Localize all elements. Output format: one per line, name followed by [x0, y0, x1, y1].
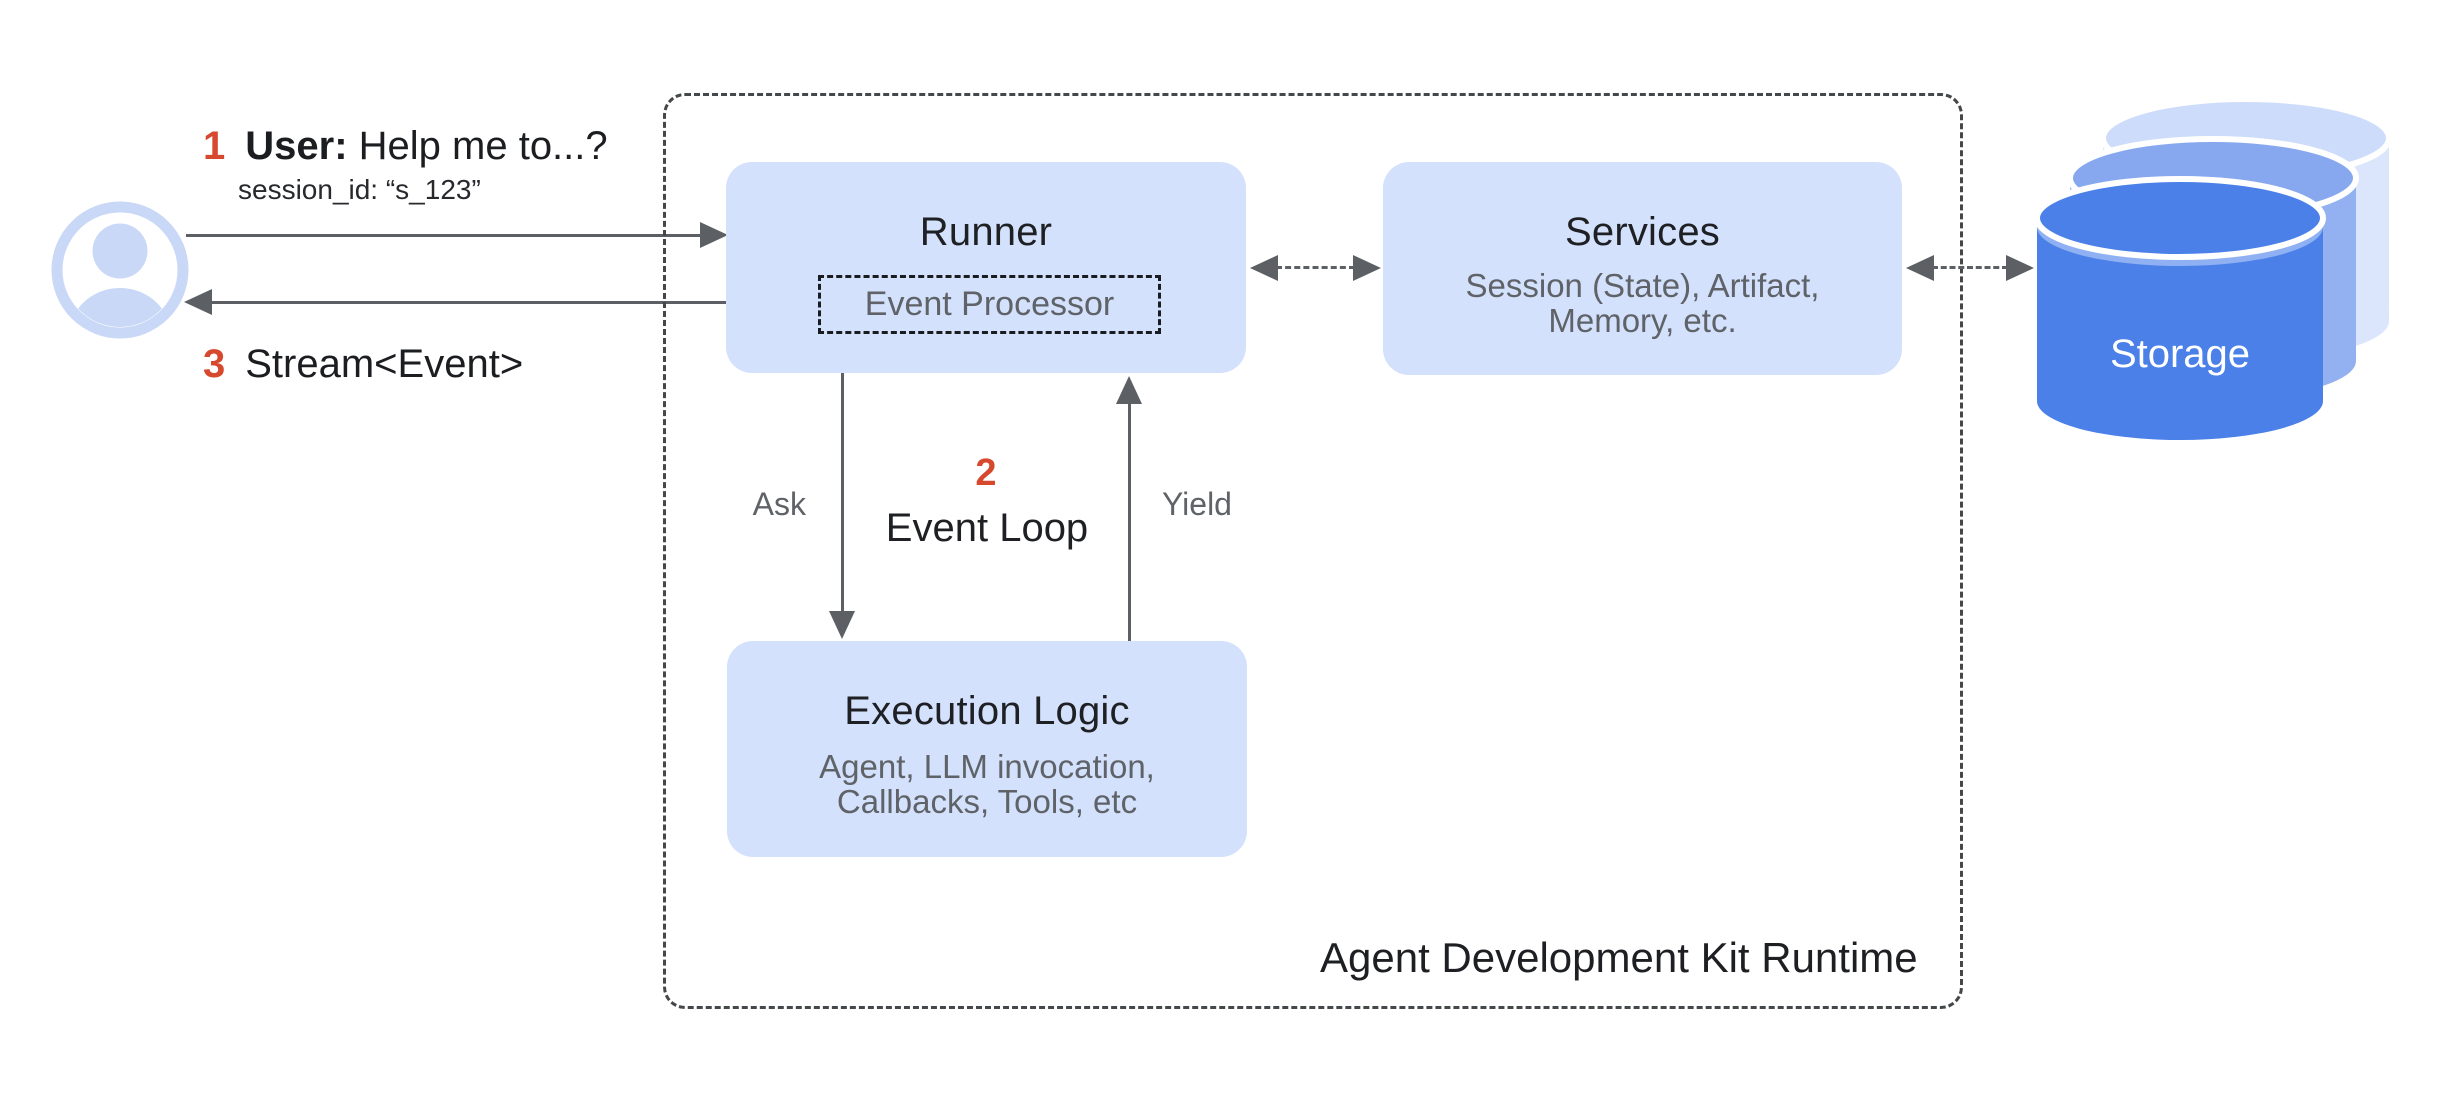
yield-arrow-line	[1128, 402, 1131, 642]
step3-label: 3 Stream<Event>	[203, 342, 523, 387]
adk-runtime-label: Agent Development Kit Runtime	[1320, 934, 1918, 981]
services-storage-arrow-line	[1932, 266, 2008, 269]
step1-user-label: User:	[245, 124, 348, 168]
session-id-label: session_id: “s_123”	[238, 174, 481, 205]
storage-label: Storage	[2110, 332, 2250, 376]
step1-number: 1	[203, 124, 226, 168]
runner-box: Runner Event Processor	[726, 162, 1246, 373]
response-arrow-line	[212, 301, 726, 304]
step1-label: 1 User: Help me to...?	[203, 124, 608, 169]
services-subtitle: Session (State), Artifact, Memory, etc.	[1383, 268, 1902, 338]
services-storage-arrow-left-head-icon	[1906, 255, 1934, 281]
event-processor-box: Event Processor	[818, 275, 1161, 334]
runner-services-arrow-line	[1276, 266, 1355, 269]
ask-arrow-head-icon	[829, 611, 855, 639]
step1-text: Help me to...?	[358, 124, 608, 168]
execution-logic-subtitle-line1: Agent, LLM invocation,	[819, 748, 1155, 785]
execution-logic-subtitle-line2: Callbacks, Tools, etc	[836, 783, 1138, 820]
services-title: Services	[1565, 210, 1720, 254]
storage-cylinder-icon: Storage	[2010, 85, 2410, 455]
user-avatar-icon	[50, 200, 190, 340]
response-arrow-head-icon	[184, 289, 212, 315]
execution-logic-box: Execution Logic Agent, LLM invocation, C…	[727, 641, 1247, 857]
execution-logic-subtitle: Agent, LLM invocation, Callbacks, Tools,…	[727, 749, 1247, 819]
ask-arrow-line	[841, 373, 844, 613]
execution-logic-title: Execution Logic	[844, 689, 1130, 733]
services-subtitle-line1: Session (State), Artifact,	[1465, 267, 1820, 304]
step3-number: 3	[203, 342, 226, 386]
event-loop-label: Event Loop	[885, 506, 1089, 550]
storage-front-cylinder	[2034, 176, 2326, 440]
request-arrow-line	[186, 234, 700, 237]
yield-arrow-head-icon	[1116, 376, 1142, 404]
services-subtitle-line2: Memory, etc.	[1548, 302, 1737, 339]
services-storage-arrow-right-head-icon	[2006, 255, 2034, 281]
request-arrow-head-icon	[700, 222, 728, 248]
runner-services-arrow-left-head-icon	[1250, 255, 1278, 281]
event-processor-label: Event Processor	[864, 285, 1115, 323]
runner-title: Runner	[919, 210, 1053, 254]
runner-services-arrow-right-head-icon	[1353, 255, 1381, 281]
yield-label: Yield	[1162, 486, 1232, 522]
adk-runtime-boundary	[663, 93, 1963, 1009]
step2-number: 2	[975, 452, 997, 494]
ask-label: Ask	[752, 486, 806, 522]
services-box: Services Session (State), Artifact, Memo…	[1383, 162, 1902, 375]
step3-text: Stream<Event>	[245, 342, 524, 386]
